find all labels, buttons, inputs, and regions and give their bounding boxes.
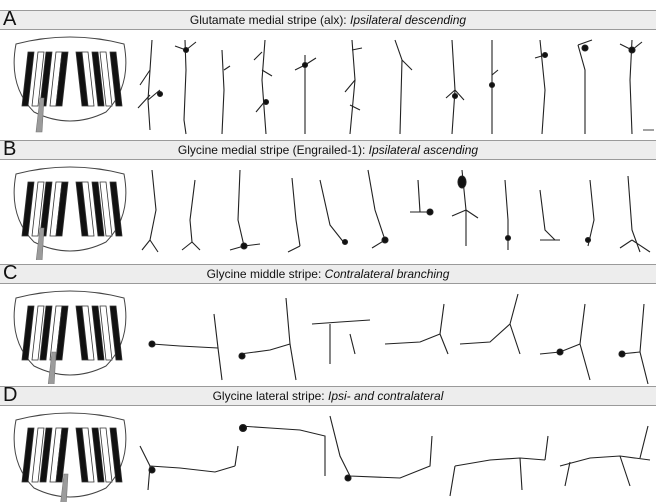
neuron-tracings (149, 294, 648, 384)
title-italic: Ipsilateral ascending (369, 143, 478, 157)
panel-title: Glycine medial stripe (Engrailed-1): Ips… (0, 140, 656, 160)
panel-letter: D (3, 384, 17, 406)
neuron-tracings (138, 40, 642, 134)
panel-title: Glycine middle stripe: Contralateral bra… (0, 264, 656, 284)
title-prefix: Glutamate medial stripe (alx): (190, 13, 347, 27)
title-prefix: Glycine lateral stripe: (213, 389, 325, 403)
title-italic: Ipsilateral descending (350, 13, 466, 27)
title-prefix: Glycine middle stripe: (207, 267, 322, 281)
spinal-cord-schematic (14, 291, 126, 384)
panel-letter: B (3, 138, 16, 160)
spinal-cord-schematic (14, 167, 126, 260)
panel-c-figure (0, 284, 656, 384)
panel-c: Glycine middle stripe: Contralateral bra… (0, 260, 656, 384)
panel-title: Glycine lateral stripe: Ipsi- and contra… (0, 386, 656, 406)
neuron-tracings (140, 416, 650, 496)
spinal-cord-schematic (14, 413, 126, 502)
panel-d: Glycine lateral stripe: Ipsi- and contra… (0, 384, 656, 502)
panel-title: Glutamate medial stripe (alx): Ipsilater… (0, 10, 656, 30)
title-prefix: Glycine medial stripe (Engrailed-1): (178, 143, 365, 157)
title-italic: Contralateral branching (325, 267, 450, 281)
panel-b: Glycine medial stripe (Engrailed-1): Ips… (0, 136, 656, 260)
neuron-tracings (142, 170, 650, 252)
spinal-cord-schematic (14, 37, 126, 132)
panel-a: Glutamate medial stripe (alx): Ipsilater… (0, 0, 656, 136)
panel-letter: C (3, 262, 17, 284)
panel-letter: A (3, 8, 16, 30)
panel-a-figure (0, 30, 656, 136)
panel-d-figure (0, 406, 656, 502)
title-italic: Ipsi- and contralateral (328, 389, 443, 403)
panel-b-figure (0, 160, 656, 260)
